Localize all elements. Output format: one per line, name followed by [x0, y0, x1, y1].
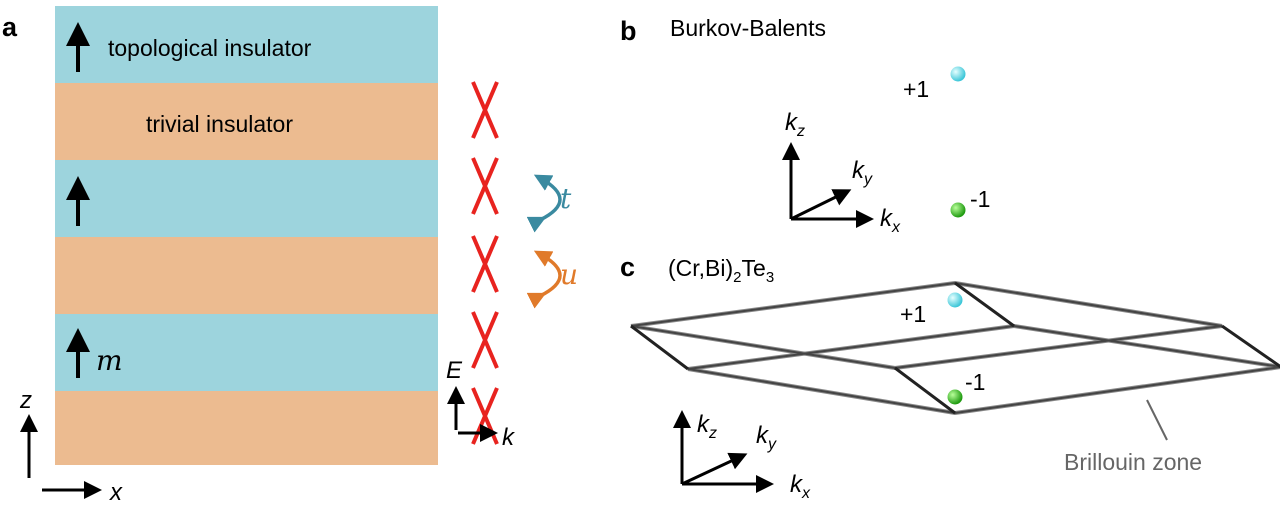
- weyl-node-minus: [950, 202, 966, 218]
- bz-edge: [630, 325, 1223, 369]
- b-ky-label: ky: [852, 157, 873, 188]
- b-kx-label: kx: [880, 205, 901, 236]
- dirac-cone-icon: [471, 81, 499, 139]
- layer-trivial-3: [55, 391, 438, 465]
- x-axis-label: x: [109, 479, 123, 505]
- dirac-cone-icon: [471, 387, 499, 445]
- c-minus-label: -1: [965, 369, 985, 395]
- magnetization-label: m: [96, 344, 123, 377]
- dirac-cone-icon: [471, 157, 499, 215]
- hopping-t-arrow-icon: [526, 174, 562, 233]
- layer-topological-1: [55, 6, 438, 83]
- hopping-t-label: t: [560, 182, 572, 215]
- weyl-node-minus: [947, 389, 963, 405]
- c-kx-label: kx: [790, 471, 811, 502]
- topological-insulator-label: topological insulator: [108, 35, 312, 61]
- momentum-axis-label: k: [502, 424, 516, 451]
- brillouin-zone: [630, 281, 1280, 415]
- weyl-plus-label: +1: [903, 76, 929, 102]
- panel-c-label: c: [620, 252, 635, 282]
- dirac-cone-icon: [471, 311, 499, 369]
- layer-topological-2: [55, 160, 438, 237]
- bz-edge: [630, 324, 1223, 370]
- hopping-u-arrow-icon: [526, 250, 562, 309]
- bz-edge: [630, 282, 1223, 327]
- panel-b-title: Burkov-Balents: [670, 15, 826, 41]
- c-ky-label: ky: [756, 422, 777, 453]
- brillouin-zone-label: Brillouin zone: [1064, 449, 1202, 475]
- panel-c-k-axes: [673, 410, 774, 493]
- weyl-node-plus: [950, 66, 966, 82]
- weyl-minus-label: -1: [970, 186, 990, 212]
- dirac-cones: [471, 81, 499, 445]
- bz-edge: [630, 281, 1223, 328]
- layer-trivial-2: [55, 237, 438, 314]
- panel-b-k-axes: [782, 142, 874, 228]
- panel-c-title: (Cr,Bi)2Te3: [668, 255, 774, 286]
- layer-topological-3: [55, 314, 438, 391]
- layer-trivial-1: [55, 83, 438, 160]
- z-axis-label: z: [19, 387, 32, 414]
- b-kz-label: kz: [785, 109, 805, 140]
- panel-b-label: b: [620, 16, 637, 46]
- bz-leader-line: [1146, 399, 1168, 441]
- dirac-cone-icon: [471, 235, 499, 293]
- energy-axis-label: E: [446, 357, 463, 384]
- ky-arrow-icon: [790, 189, 852, 221]
- heterostructure: [55, 6, 438, 465]
- hopping-u-label: u: [560, 258, 578, 291]
- weyl-node-plus: [947, 292, 963, 308]
- panel-a-label: a: [2, 12, 18, 42]
- trivial-insulator-label: trivial insulator: [146, 111, 293, 137]
- ky-arrow-icon: [681, 452, 748, 486]
- c-kz-label: kz: [697, 411, 717, 442]
- bz-edge: [630, 281, 1280, 415]
- real-space-axes: [20, 414, 102, 499]
- band-axes: [447, 386, 498, 442]
- c-plus-label: +1: [900, 301, 926, 327]
